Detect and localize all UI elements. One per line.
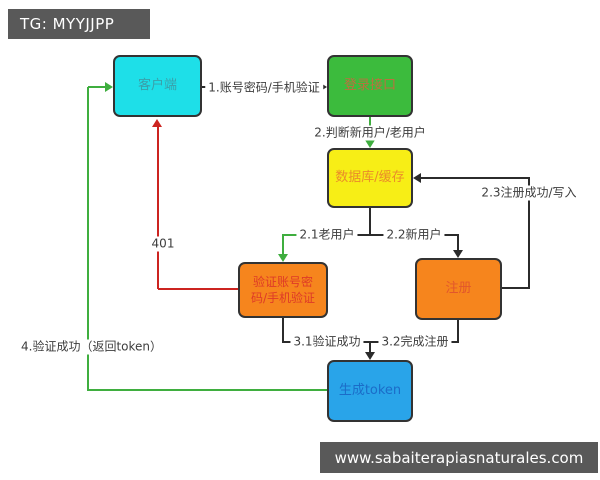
node-database: 数据库/缓存: [327, 148, 413, 208]
node-verify-label: 验证账号密码/手机验证: [250, 274, 316, 305]
arrowhead-e21-down-icon: [278, 254, 288, 262]
edge-e23-line-2: [528, 177, 530, 289]
arrowhead-e23-left-icon: [413, 173, 421, 183]
edge-e4-line-2: [87, 87, 89, 391]
node-database-label: 数据库/缓存: [335, 170, 405, 186]
edge-e23-line-3: [421, 177, 529, 179]
edge-label-e21: 2.1老用户: [296, 227, 358, 243]
edge-label-e1: 1.账号密码/手机验证: [205, 80, 323, 96]
arrowhead-e2-down-icon: [365, 140, 375, 148]
node-register: 注册: [415, 258, 502, 320]
edge-e32-line: [457, 320, 459, 341]
node-login-label: 登录接口: [343, 78, 396, 94]
node-token: 生成token: [327, 360, 413, 422]
edge-branch-line: [369, 208, 371, 236]
arrowhead-e401-up-icon: [152, 119, 162, 127]
arrowhead-e1-right-icon: [319, 82, 327, 92]
edge-e401-line-1: [158, 288, 238, 290]
node-client-label: 客户端: [137, 78, 177, 94]
edge-label-e4: 4.验证成功（返回token）: [18, 339, 166, 355]
edge-e31-line: [282, 318, 284, 342]
edge-e21-line-2: [282, 234, 284, 254]
edge-e4-line-1: [88, 389, 327, 391]
edge-e4-line-3: [88, 86, 105, 88]
edge-e23-line-1: [502, 287, 529, 289]
node-client: 客户端: [113, 55, 202, 117]
node-login: 登录接口: [327, 55, 413, 117]
tg-watermark-badge: TG: MYYJJPP: [8, 9, 150, 39]
edge-label-e32: 3.2完成注册: [378, 334, 452, 350]
node-token-label: 生成token: [338, 383, 402, 399]
edge-label-e2: 2.判断新用户/老用户: [311, 125, 429, 141]
node-verify: 验证账号密码/手机验证: [238, 262, 328, 318]
edge-label-e23: 2.3注册成功/写入: [478, 185, 580, 201]
edge-e3-line-drop: [369, 341, 371, 352]
edge-e22-line-2: [457, 234, 459, 250]
arrowhead-e22-down-icon: [453, 250, 463, 258]
node-register-label: 注册: [445, 281, 472, 297]
edge-label-e31: 3.1验证成功: [290, 334, 364, 350]
site-watermark-bar: www.sabaiterapiasnaturales.com: [320, 442, 598, 473]
edge-label-e22: 2.2新用户: [383, 227, 445, 243]
arrowhead-e4-right-icon: [105, 82, 113, 92]
edge-label-e401: 401: [148, 236, 178, 252]
arrowhead-e3-down-icon: [365, 352, 375, 360]
edge-e401-line-2: [157, 127, 159, 289]
